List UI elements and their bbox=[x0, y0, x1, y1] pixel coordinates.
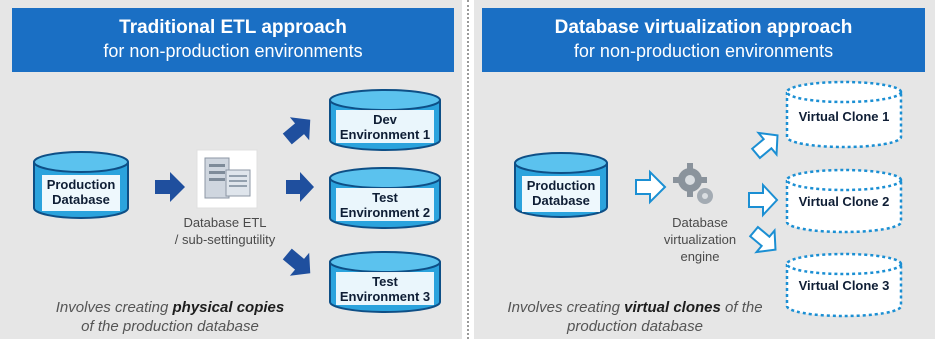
virtual-clone-1-label: Virtual Clone 1 bbox=[798, 109, 890, 124]
etl-output-arrow-2 bbox=[286, 172, 314, 202]
etl-output-arrow-1 bbox=[282, 117, 311, 145]
virtual-clone-3-label: Virtual Clone 3 bbox=[798, 278, 890, 293]
virtualization-title: Database virtualization approach bbox=[554, 17, 853, 38]
production-database-cylinder bbox=[33, 151, 129, 219]
virtual-clone-2-label: Virtual Clone 2 bbox=[798, 194, 890, 209]
virt-output-arrow-3 bbox=[748, 225, 777, 254]
etl-input-arrow bbox=[155, 172, 185, 202]
virtualization-header: Database virtualization approach for non… bbox=[482, 8, 925, 72]
gears-icon bbox=[673, 163, 713, 204]
etl-output-arrow-3 bbox=[282, 248, 311, 276]
etl-title: Traditional ETL approach bbox=[119, 17, 347, 38]
virt-input-arrow bbox=[635, 169, 667, 205]
test-environment-3-cylinder bbox=[329, 251, 441, 313]
panel-divider bbox=[467, 0, 469, 339]
virtual-clone-1-cylinder bbox=[785, 80, 903, 149]
virtualization-footer: Involves creating virtual clones of the … bbox=[507, 299, 763, 335]
etl-tool-caption: Database ETL/ sub-settingutility bbox=[174, 215, 276, 247]
virt-output-arrow-1 bbox=[750, 131, 779, 160]
server-icon bbox=[196, 149, 258, 209]
etl-subtitle: for non-production environments bbox=[103, 41, 363, 61]
dev-environment-cylinder bbox=[329, 89, 441, 151]
etl-footer: Involves creating physical copies of the… bbox=[55, 299, 285, 335]
virtual-clone-2-cylinder bbox=[785, 168, 903, 234]
virtual-clone-3-cylinder bbox=[785, 252, 903, 318]
virtualization-subtitle: for non-production environments bbox=[573, 41, 834, 61]
virt-production-database-cylinder bbox=[514, 152, 608, 218]
etl-header: Traditional ETL approach for non-product… bbox=[12, 8, 454, 72]
virt-output-arrow-2 bbox=[748, 182, 779, 218]
test-environment-2-cylinder bbox=[329, 167, 441, 229]
